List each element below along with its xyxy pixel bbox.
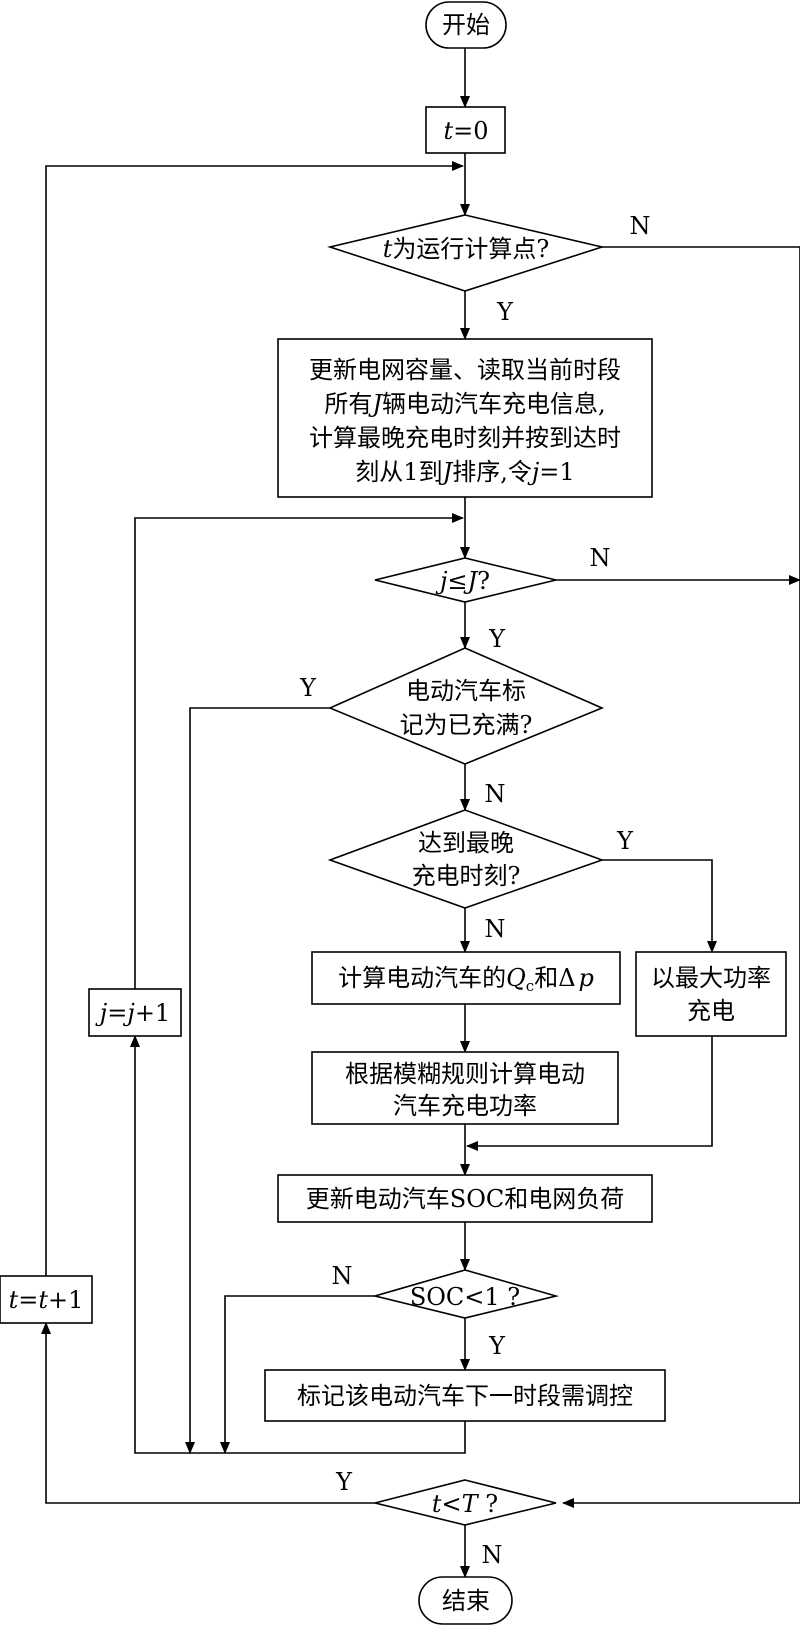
soc-check-decision xyxy=(371,1269,560,1319)
calc-qc-mid: 和 xyxy=(534,964,558,992)
end-label: 结束 xyxy=(442,1587,490,1615)
calc-point-rest: 为运行计算点? xyxy=(392,235,549,263)
update-info-line2-pre: 所有 xyxy=(324,390,372,418)
update-info-line2-post: 辆电动汽车充电信息, xyxy=(382,390,606,418)
calc-point-var: t xyxy=(383,235,393,263)
latest-check-decision xyxy=(327,809,605,909)
update-info-line1: 更新电网容量、读取当前时段 xyxy=(309,356,621,384)
edge-latest-yes xyxy=(602,859,717,953)
j-check-q: ? xyxy=(477,567,490,595)
max-power-line1: 以最大功率 xyxy=(651,964,771,992)
update-info-line4-post: =1 xyxy=(539,458,574,486)
soc-check-label: SOC<1 ? xyxy=(410,1283,520,1311)
start-terminal xyxy=(425,1,507,49)
update-info-line2: 所有J辆电动汽车充电信息, xyxy=(324,390,605,418)
latest-check-line1: 达到最晚 xyxy=(418,829,514,857)
j-check-decision xyxy=(374,557,557,603)
t-check-var2: T xyxy=(462,1490,480,1518)
mark-next-label: 标记该电动汽车下一时段需调控 xyxy=(297,1382,633,1410)
connector-lines xyxy=(41,48,800,1578)
t-inc-var1: t xyxy=(9,1286,19,1314)
full-check-line2: 记为已充满? xyxy=(400,711,533,739)
edge-soc-no xyxy=(220,1295,375,1454)
edge-label-soc-no: N xyxy=(332,1262,353,1290)
calc-qc-var: Q xyxy=(506,964,526,992)
update-info-line4: 刻从1到J排序,令j=1 xyxy=(355,458,574,486)
update-info-box xyxy=(277,338,653,498)
calc-point-label: t为运行计算点? xyxy=(383,235,550,263)
edge-merge-jinc xyxy=(130,1035,466,1454)
edge-label-j-no: N xyxy=(590,544,611,572)
full-check-decision xyxy=(327,647,605,765)
j-increment-label: j=j+1 xyxy=(95,999,170,1027)
j-check-label: j≤J? xyxy=(435,567,490,595)
edge-label-latest-yes: Y xyxy=(616,827,634,855)
calc-qc-delta: Δ xyxy=(558,964,575,992)
t-check-q: ? xyxy=(478,1490,499,1518)
edge-calcpoint-no xyxy=(562,246,800,1508)
edge-label-calc-point-no: N xyxy=(630,212,651,240)
edge-label-t-no: N xyxy=(482,1541,503,1569)
edge-maxpower-merge xyxy=(466,1036,713,1151)
j-check-op: ≤ xyxy=(447,567,467,595)
update-soc-box xyxy=(277,1174,653,1223)
init-label: t=0 xyxy=(443,117,488,145)
calc-qc-var2: p xyxy=(579,964,594,992)
t-inc-eq: = xyxy=(18,1286,38,1314)
edge-label-full-no: N xyxy=(485,780,506,808)
j-inc-eq: = xyxy=(107,999,127,1027)
calc-point-decision xyxy=(327,214,605,292)
j-inc-plus: +1 xyxy=(135,999,170,1027)
update-info-line4-mid: 排序,令 xyxy=(452,458,532,486)
update-info-line4-pre: 刻从1到 xyxy=(355,458,442,486)
t-increment-label: t=t+1 xyxy=(9,1286,84,1314)
fuzzy-line1: 根据模糊规则计算电动 xyxy=(345,1060,585,1088)
init-var: t xyxy=(443,117,453,145)
calc-qc-sub: c xyxy=(526,977,534,995)
init-rest: =0 xyxy=(453,117,488,145)
full-check-line1: 电动汽车标 xyxy=(406,677,526,705)
edge-label-full-yes: Y xyxy=(299,674,317,702)
edge-tinc-loop xyxy=(45,161,464,1276)
edge-full-yes xyxy=(185,707,330,1454)
start-label: 开始 xyxy=(442,11,490,39)
edge-checkt-yes xyxy=(41,1322,375,1504)
mark-next-box xyxy=(264,1369,666,1422)
edge-label-t-yes: Y xyxy=(335,1468,353,1496)
latest-check-line2: 充电时刻? xyxy=(412,862,521,890)
t-increment-box xyxy=(0,1275,93,1324)
j-increment-box xyxy=(88,988,182,1037)
t-check-op: < xyxy=(442,1490,462,1518)
edge-jinc-checkj xyxy=(134,513,464,989)
t-check-decision xyxy=(374,1479,557,1526)
end-terminal xyxy=(418,1576,513,1625)
edge-label-calc-point-yes: Y xyxy=(496,298,514,326)
edge-label-j-yes: Y xyxy=(488,625,506,653)
update-info-line3: 计算最晚充电时刻并按到达时 xyxy=(309,424,621,452)
t-inc-plus: +1 xyxy=(48,1286,83,1314)
calc-qc-pre: 计算电动汽车的 xyxy=(338,964,506,992)
fuzzy-line2: 汽车充电功率 xyxy=(393,1092,537,1120)
edge-label-latest-no: N xyxy=(485,915,506,943)
t-check-var1: t xyxy=(432,1490,442,1518)
t-check-label: t<T ? xyxy=(432,1490,498,1518)
init-box xyxy=(425,106,506,154)
max-power-box xyxy=(635,951,787,1037)
update-soc-label: 更新电动汽车SOC和电网负荷 xyxy=(306,1185,624,1213)
edge-label-soc-yes: Y xyxy=(488,1332,506,1360)
max-power-line2: 充电 xyxy=(687,997,735,1025)
fuzzy-box xyxy=(311,1051,619,1125)
t-inc-var2: t xyxy=(38,1286,48,1314)
calc-qc-box xyxy=(311,951,621,1005)
